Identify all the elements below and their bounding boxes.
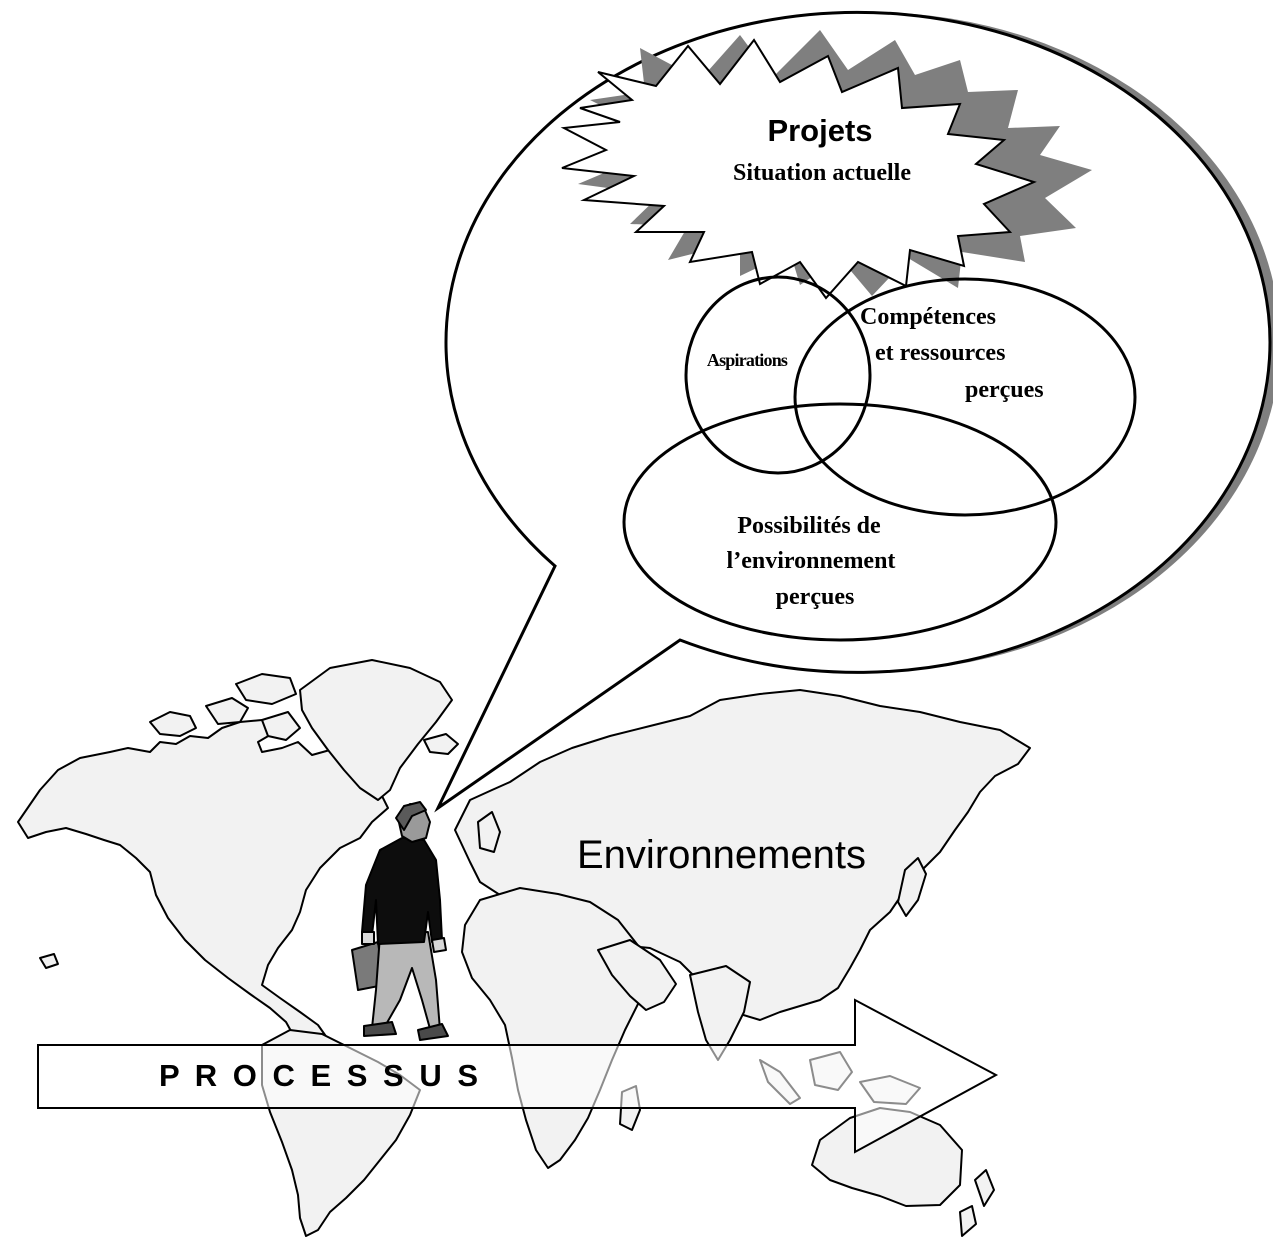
possibilities-line-3: perçues bbox=[776, 584, 855, 610]
walking-businessman-icon bbox=[351, 801, 449, 1041]
aspirations-circle bbox=[684, 275, 872, 475]
competences-line-2: et ressources bbox=[875, 340, 1005, 366]
starburst-shape bbox=[560, 38, 1037, 300]
hair bbox=[395, 801, 427, 831]
right-hand bbox=[431, 937, 447, 953]
aspirations-label: Aspirations bbox=[707, 350, 788, 370]
process-arrow bbox=[37, 998, 999, 1154]
arabia-shape bbox=[597, 939, 677, 1011]
environments-label: Environnements bbox=[577, 833, 866, 877]
new-zealand-north bbox=[974, 1169, 995, 1207]
arctic-island-3 bbox=[235, 673, 297, 705]
greenland-shape bbox=[299, 659, 453, 801]
trousers bbox=[371, 931, 441, 1037]
britain-shape bbox=[477, 811, 501, 853]
process-arrow-shape bbox=[37, 998, 999, 1154]
arctic-island-1 bbox=[149, 711, 197, 737]
arctic-island-4 bbox=[261, 711, 301, 741]
north-america-shape bbox=[17, 719, 389, 1061]
india-shape bbox=[689, 965, 751, 1061]
possibilities-circle bbox=[622, 402, 1058, 642]
iceland-shape bbox=[423, 733, 459, 755]
competences-label: Compétences et ressources perçues bbox=[860, 304, 1044, 403]
new-zealand-south bbox=[959, 1205, 977, 1237]
jacket bbox=[361, 837, 443, 945]
left-shoe bbox=[363, 1021, 397, 1037]
projects-title: Projets bbox=[767, 113, 872, 148]
venn-diagram bbox=[622, 275, 1137, 642]
hawaii-shape bbox=[39, 953, 59, 969]
projects-subtitle: Situation actuelle bbox=[733, 160, 911, 186]
competences-line-3: perçues bbox=[965, 377, 1044, 403]
competences-circle bbox=[793, 277, 1137, 517]
possibilities-label: Possibilités de l’environnement perçues bbox=[727, 513, 902, 610]
possibilities-line-2: l’environnement bbox=[727, 548, 896, 574]
japan-shape bbox=[897, 857, 927, 917]
right-shoe bbox=[417, 1023, 449, 1041]
projects-starburst bbox=[560, 30, 1092, 300]
arctic-island-2 bbox=[205, 697, 249, 725]
process-label: P R O C E S S U S bbox=[159, 1058, 479, 1093]
competences-line-1: Compétences bbox=[860, 304, 996, 330]
possibilities-line-1: Possibilités de bbox=[737, 513, 881, 539]
left-hand bbox=[361, 931, 375, 945]
